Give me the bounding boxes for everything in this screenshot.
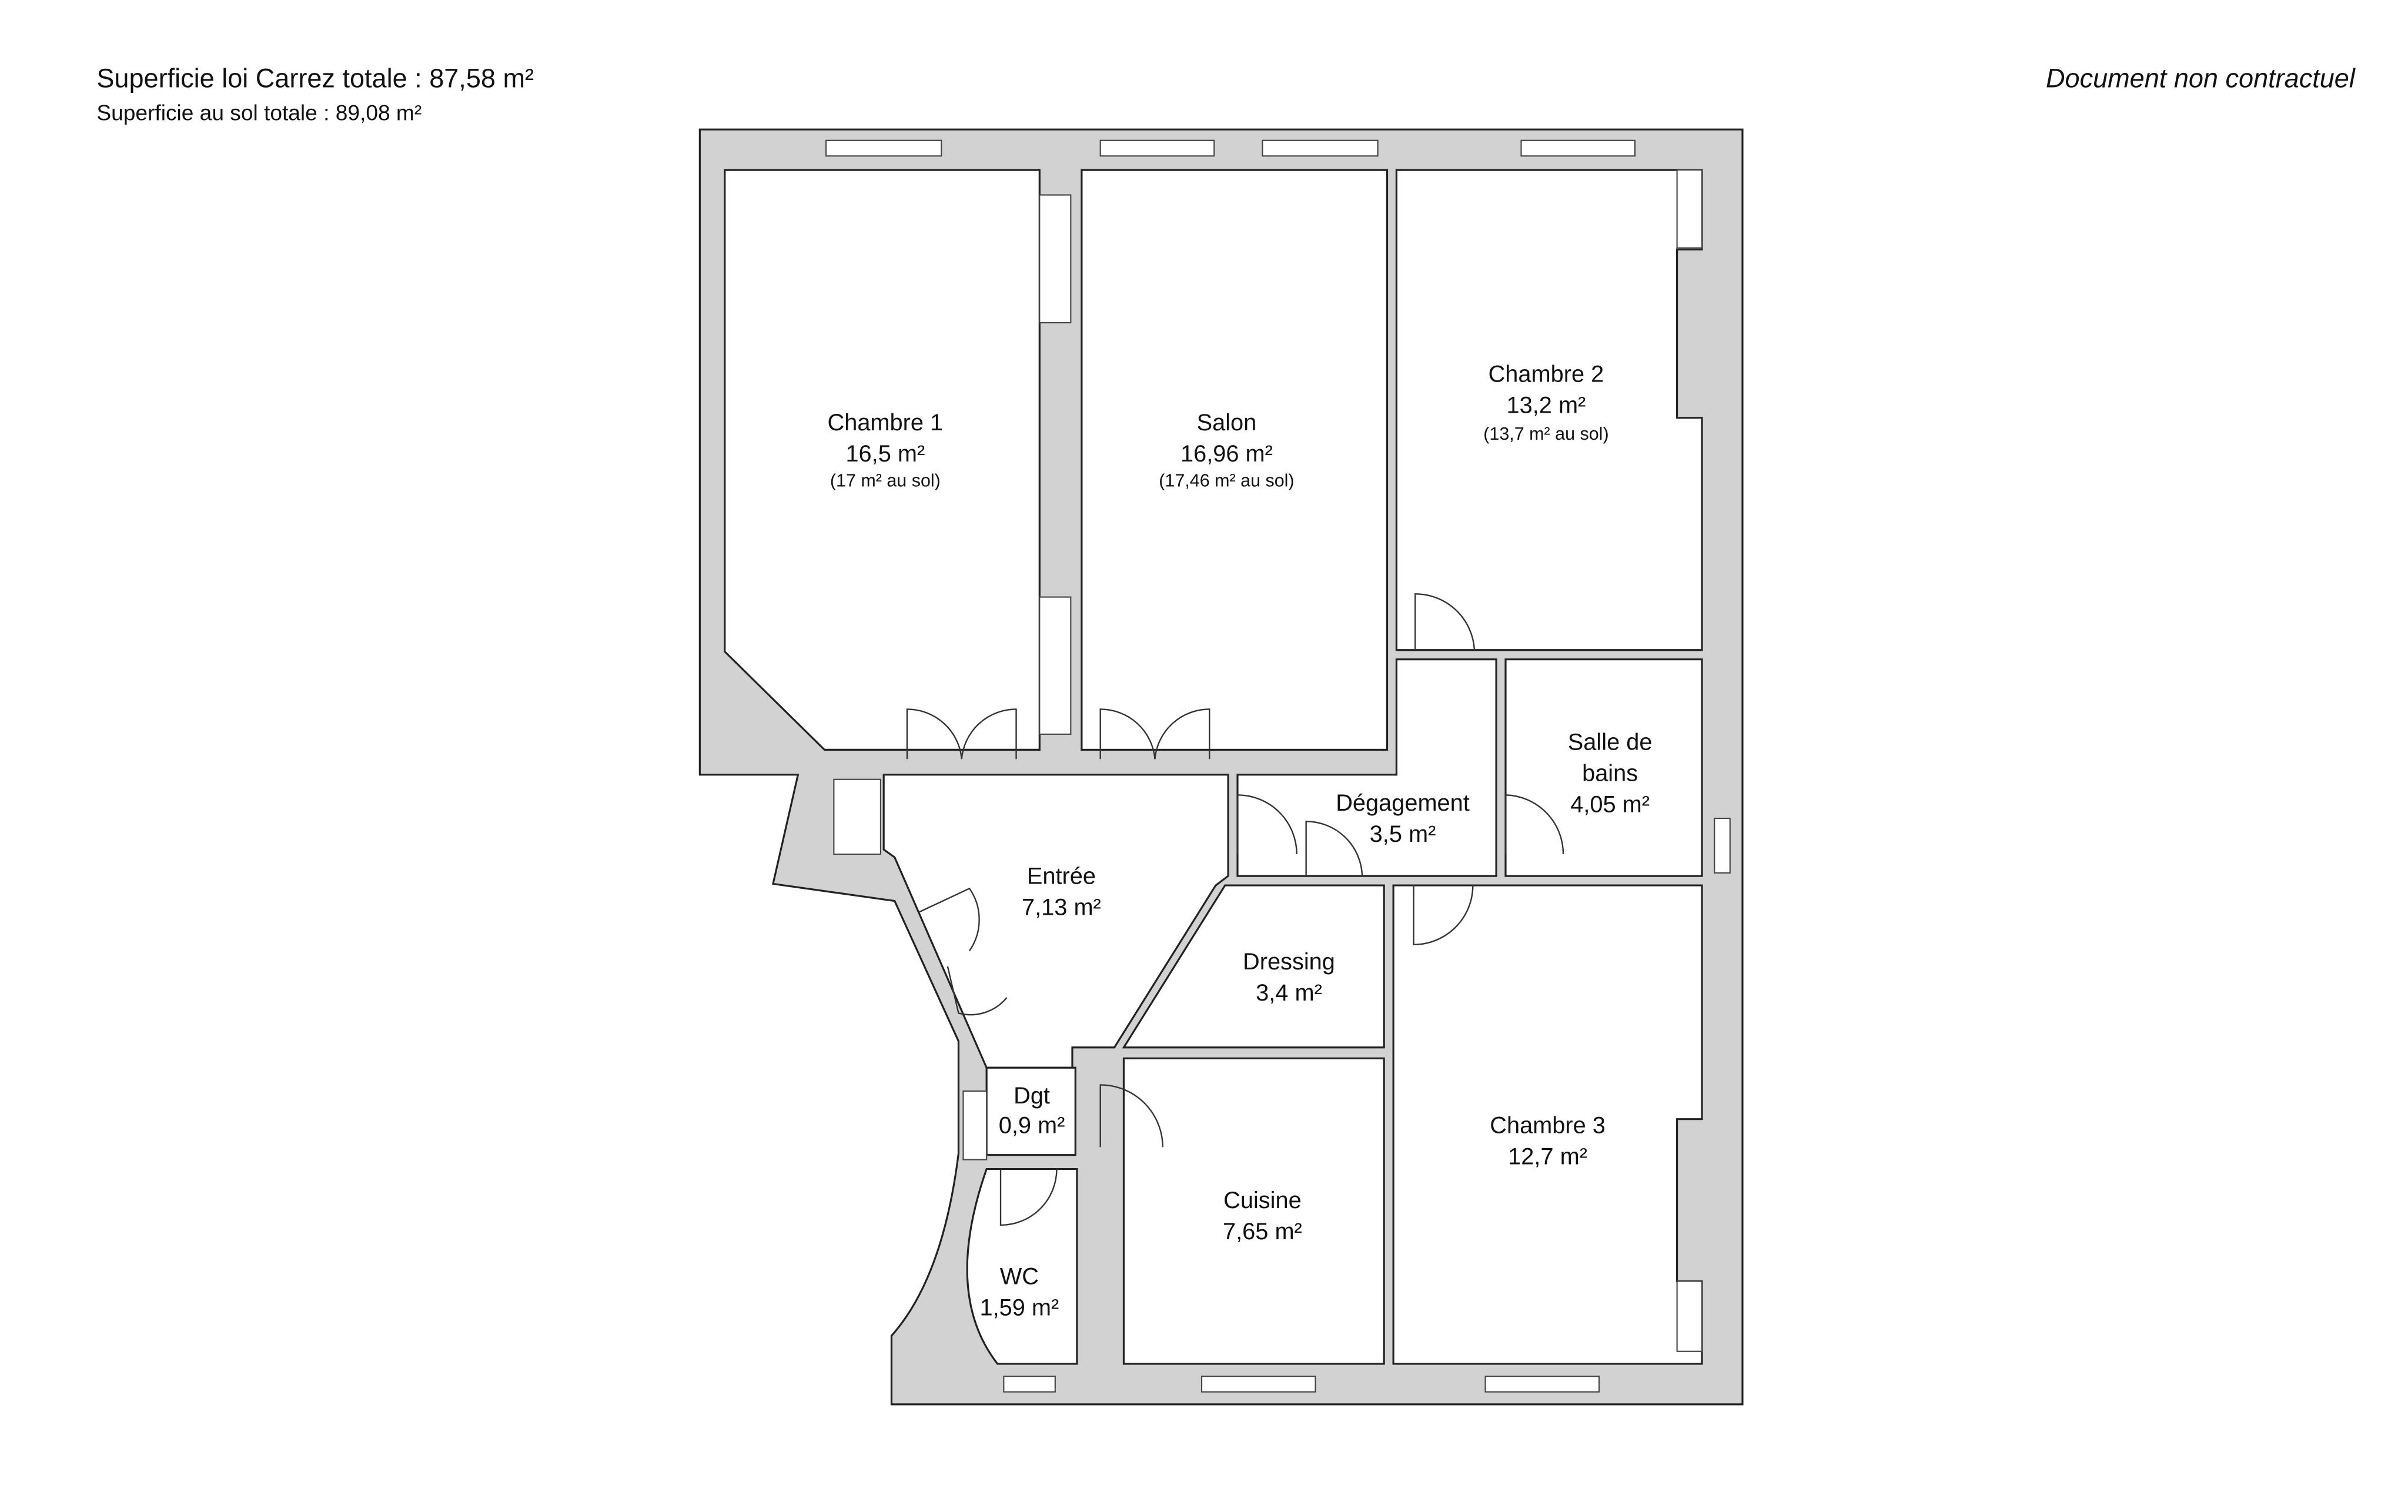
windows — [825, 139, 1731, 1393]
room-area: 13,2 m² — [1507, 393, 1586, 419]
room-cuisine — [1122, 1057, 1385, 1365]
room-floor-area: (17,46 m² au sol) — [1159, 470, 1294, 490]
doors — [906, 593, 1564, 1226]
room-label: Salle de — [1568, 729, 1653, 755]
room-salle-de-bains — [1504, 658, 1703, 877]
room-label: WC — [1000, 1264, 1039, 1290]
room-label: Salon — [1197, 410, 1257, 436]
closet — [833, 778, 881, 855]
room-area: 16,96 m² — [1180, 441, 1273, 467]
room-label: Entrée — [1027, 863, 1096, 889]
room-area: 4,05 m² — [1570, 791, 1650, 817]
room-label: Chambre 1 — [828, 410, 944, 436]
room-area: 16,5 m² — [845, 441, 925, 467]
radiator — [1039, 596, 1072, 735]
room-chambre-1 — [724, 169, 1041, 751]
sol-total: Superficie au sol totale : 89,08 m² — [96, 100, 422, 125]
room-entree — [882, 774, 1229, 1069]
room-area: 7,13 m² — [1022, 894, 1101, 920]
room-floor-area: (13,7 m² au sol) — [1483, 424, 1608, 444]
room-salon — [1081, 169, 1389, 751]
room-label: Dressing — [1243, 949, 1335, 975]
room-floor-area: (17 m² au sol) — [830, 470, 941, 490]
room-label-2: bains — [1582, 760, 1638, 786]
room-area: 7,65 m² — [1223, 1219, 1302, 1245]
room-degagement — [1236, 658, 1497, 877]
room-label: Cuisine — [1223, 1187, 1302, 1213]
carrez-total: Superficie loi Carrez totale : 87,58 m² — [96, 63, 534, 93]
radiator — [962, 1090, 988, 1160]
room-area: 1,59 m² — [979, 1295, 1059, 1321]
room-area: 12,7 m² — [1508, 1144, 1587, 1170]
radiator — [1039, 194, 1072, 324]
room-wc — [966, 1168, 1078, 1365]
room-area: 3,4 m² — [1256, 980, 1322, 1006]
disclaimer: Document non contractuel — [2046, 63, 2356, 93]
room-area: 0,9 m² — [999, 1113, 1065, 1139]
room-label: Chambre 3 — [1490, 1113, 1606, 1139]
room-label: Dgt — [1014, 1083, 1050, 1109]
room-label: Chambre 2 — [1489, 362, 1604, 387]
room-area: 3,5 m² — [1370, 821, 1436, 847]
room-dressing — [1122, 884, 1385, 1049]
room-label: Dégagement — [1336, 790, 1470, 816]
room-dgt — [985, 1066, 1076, 1156]
